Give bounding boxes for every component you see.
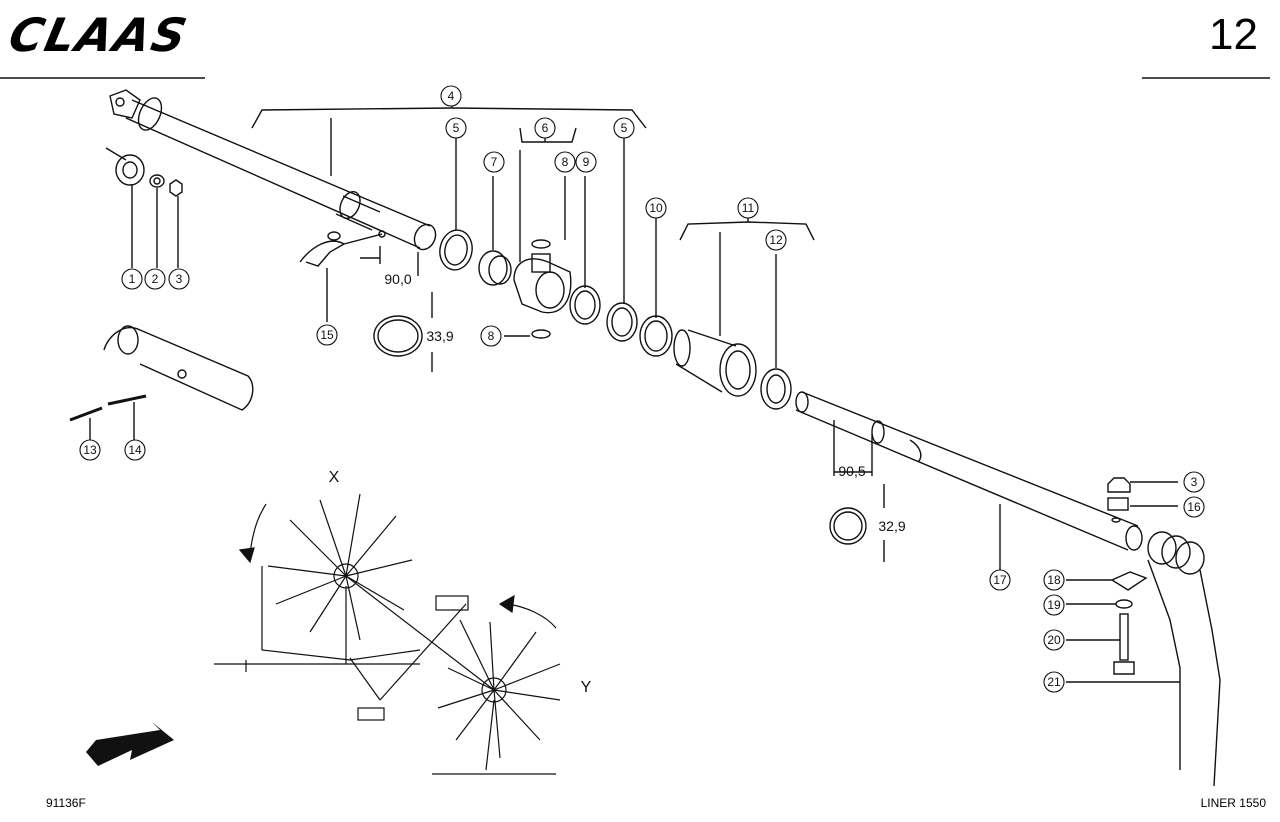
- callout-13: 13: [79, 439, 101, 461]
- spring-tine: [1147, 531, 1221, 787]
- svg-text:5: 5: [621, 121, 628, 135]
- callout-15: 15: [316, 324, 338, 346]
- callout-6: 6: [534, 117, 556, 139]
- group-bracket-11: [679, 221, 815, 241]
- callout-5: 5: [445, 117, 467, 139]
- dimension-90-5: [833, 420, 873, 476]
- callout-10: 10: [645, 197, 667, 219]
- callout-5: 5: [613, 117, 635, 139]
- main-shaft: [109, 89, 437, 251]
- svg-text:14: 14: [128, 443, 142, 457]
- callout-9: 9: [575, 151, 597, 173]
- callout-4: 4: [440, 85, 462, 107]
- dimension-33-9: [373, 292, 433, 372]
- callout-14: 14: [124, 439, 146, 461]
- svg-text:5: 5: [453, 121, 460, 135]
- dimension-label: 90,5: [838, 463, 865, 479]
- callout-8: 8: [554, 151, 576, 173]
- view-label-x: X: [329, 469, 340, 486]
- svg-text:16: 16: [1187, 500, 1201, 514]
- dimension-label: 90,0: [384, 271, 411, 287]
- callout-19: 19: [1043, 594, 1065, 616]
- callout-21: 21: [1043, 671, 1065, 693]
- svg-text:7: 7: [491, 155, 498, 169]
- svg-text:8: 8: [488, 329, 495, 343]
- pins: [69, 394, 147, 440]
- svg-text:15: 15: [320, 328, 334, 342]
- callout-17: 17: [989, 569, 1011, 591]
- bearing-washer-nut: [105, 147, 183, 268]
- callout-7: 7: [483, 151, 505, 173]
- tine-fasteners: [1066, 477, 1180, 683]
- view-label-y: Y: [581, 679, 592, 696]
- travel-direction-arrow: [86, 722, 174, 766]
- dimension-label: 32,9: [878, 518, 905, 534]
- drawing-code: 91136F: [46, 796, 86, 810]
- svg-text:3: 3: [1191, 475, 1198, 489]
- bearing-housing: [504, 127, 577, 339]
- dimension-label: 33,9: [426, 328, 453, 344]
- svg-text:20: 20: [1047, 633, 1061, 647]
- dimension-90-0: [360, 246, 419, 276]
- bearing-unit: [673, 254, 792, 410]
- svg-text:4: 4: [448, 89, 455, 103]
- svg-text:13: 13: [83, 443, 97, 457]
- callout-8: 8: [480, 325, 502, 347]
- dimension-32-9: [829, 484, 885, 562]
- svg-text:2: 2: [152, 272, 159, 286]
- svg-text:12: 12: [769, 233, 783, 247]
- svg-text:3: 3: [176, 272, 183, 286]
- callout-16: 16: [1183, 496, 1205, 518]
- callout-18: 18: [1043, 569, 1065, 591]
- callout-11: 11: [737, 197, 759, 219]
- callout-12: 12: [765, 229, 787, 251]
- callout-3: 3: [1183, 471, 1205, 493]
- callout-1: 1: [121, 268, 143, 290]
- callout-20: 20: [1043, 629, 1065, 651]
- svg-text:8: 8: [562, 155, 569, 169]
- page-number: 12: [1209, 10, 1258, 59]
- label-group: 90,0 33,9 90,5 32,9 X Y: [329, 271, 906, 696]
- svg-text:19: 19: [1047, 598, 1061, 612]
- spring-clip: [299, 230, 386, 322]
- svg-text:10: 10: [649, 201, 663, 215]
- svg-text:9: 9: [583, 155, 590, 169]
- rake-overview: [214, 493, 561, 775]
- svg-text:11: 11: [742, 201, 755, 215]
- tine-tube: [795, 391, 1143, 570]
- svg-text:1: 1: [129, 272, 136, 286]
- model-name: LINER 1550: [1200, 796, 1266, 810]
- svg-text:18: 18: [1047, 573, 1061, 587]
- hub-detail: [103, 325, 254, 411]
- callout-3: 3: [168, 268, 190, 290]
- seal-rings: [439, 138, 673, 357]
- svg-text:21: 21: [1047, 675, 1061, 689]
- callout-2: 2: [144, 268, 166, 290]
- svg-text:17: 17: [993, 573, 1007, 587]
- svg-text:6: 6: [542, 121, 549, 135]
